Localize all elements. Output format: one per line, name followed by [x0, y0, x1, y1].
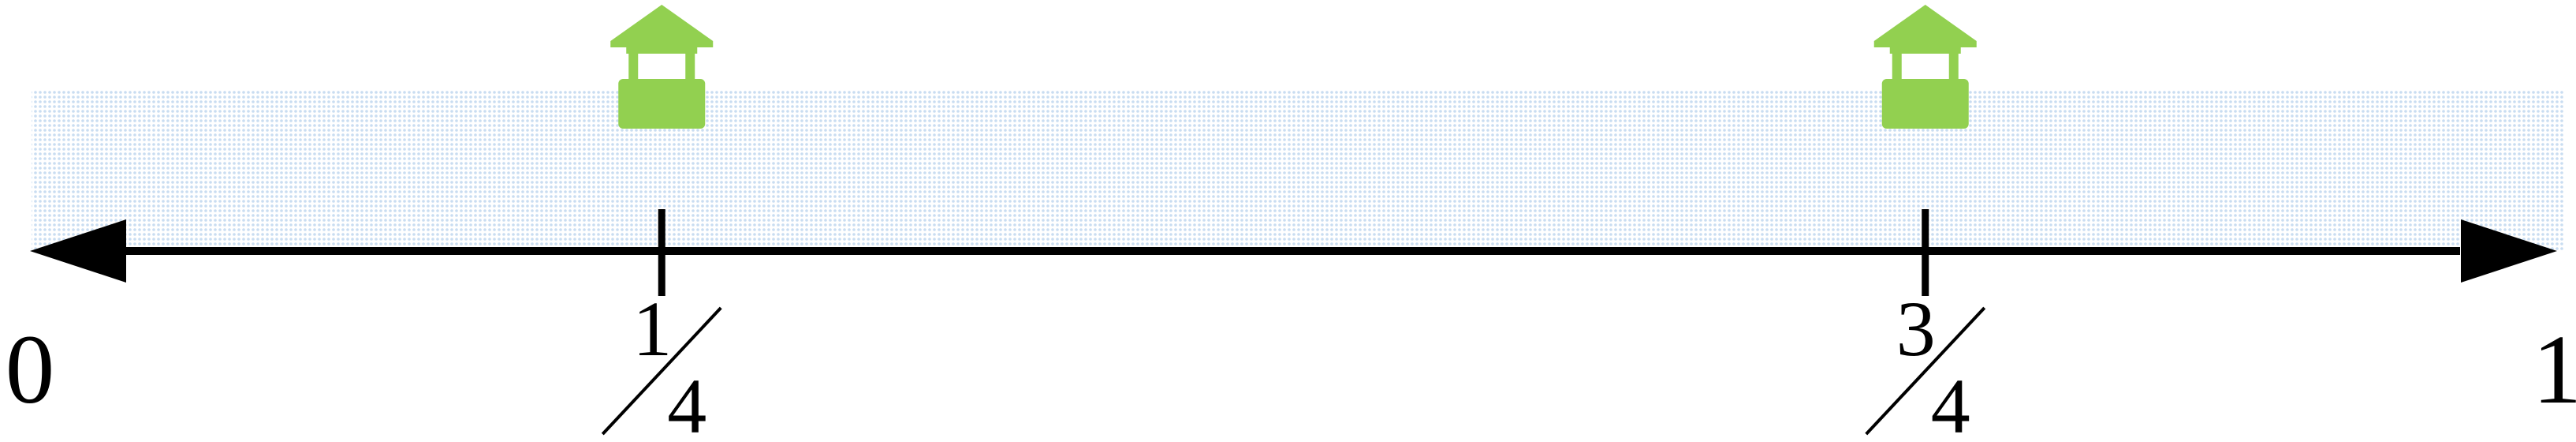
start-label: 0 — [6, 316, 55, 425]
water-well-icon — [1873, 5, 1977, 129]
fraction-denominator: 4 — [1931, 362, 1970, 442]
left-arrow-icon — [30, 219, 126, 283]
fraction-numerator: 3 — [1896, 285, 1936, 373]
end-label: 1 — [2533, 316, 2576, 425]
fraction-bar — [601, 306, 722, 436]
fraction-denominator: 4 — [667, 362, 706, 442]
shaded-band — [32, 89, 2564, 251]
water-well-icon — [610, 5, 714, 129]
fraction-bar — [1865, 306, 1986, 436]
fraction-numerator: 1 — [632, 285, 672, 373]
right-arrow-icon — [2461, 219, 2557, 283]
